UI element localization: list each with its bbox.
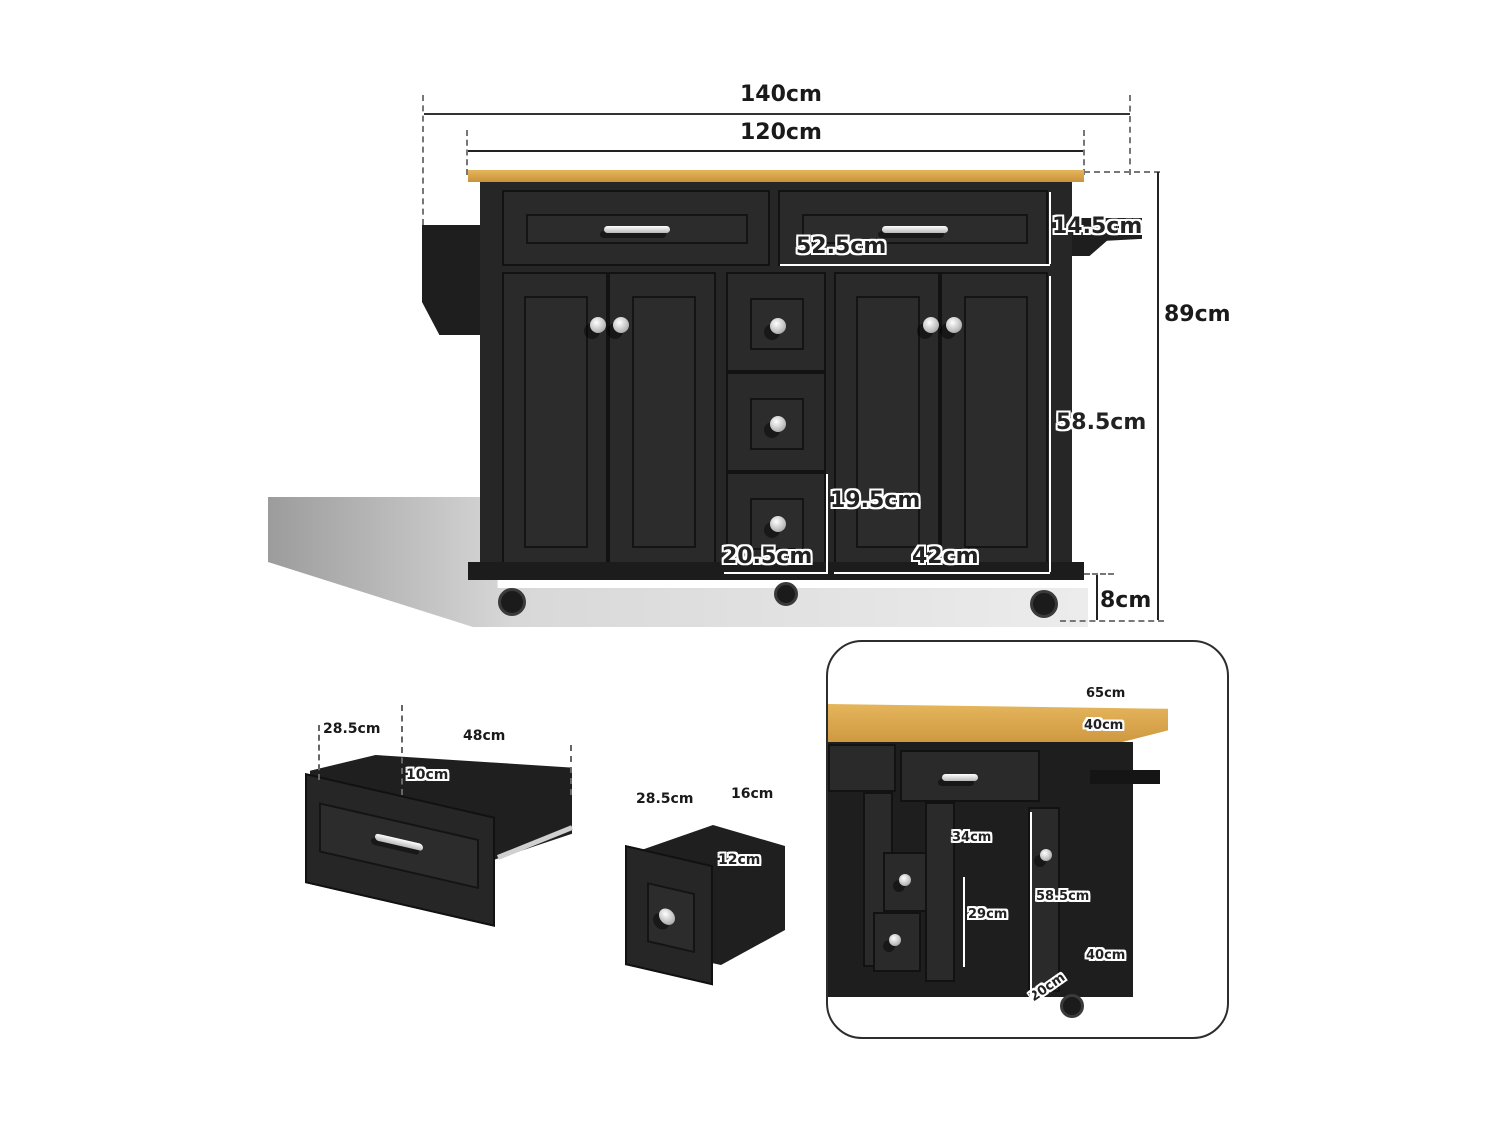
label-small-drawer-height: 19.5cm	[830, 488, 921, 513]
dim-extension-right-120	[1083, 130, 1085, 175]
dim-extension-left-120	[466, 130, 468, 175]
door-panel	[964, 296, 1028, 548]
small-drawer-2[interactable]	[726, 372, 826, 472]
small-drawer-3[interactable]	[726, 472, 826, 574]
inset-towel-bar	[1090, 770, 1160, 784]
inset-door-knob[interactable]	[1040, 849, 1052, 861]
caster-right	[1030, 590, 1058, 618]
large-drawer-view: 28.5cm 48cm 10cm	[290, 700, 590, 927]
left-cabinet-door-1[interactable]	[502, 272, 608, 574]
small-drawer-front[interactable]	[625, 845, 713, 986]
dim-line-cabinet-width	[834, 572, 1050, 574]
dim-line-small-drawer-width	[724, 572, 826, 574]
inset-drawer-handle[interactable]	[942, 774, 978, 781]
inset-caster	[1060, 994, 1084, 1018]
inset-open-door-2[interactable]	[925, 802, 955, 982]
top-drawer-right[interactable]	[778, 190, 1048, 266]
dim-line-120	[468, 150, 1084, 152]
spice-rack	[422, 225, 480, 335]
dim-line-small-drawer-height	[826, 474, 828, 574]
label-large-drawer-width: 48cm	[463, 728, 506, 744]
door-panel	[632, 296, 696, 548]
dim-extension	[570, 745, 572, 795]
small-drawer-2-knob[interactable]	[770, 416, 786, 432]
dim-line-caster-height	[1096, 575, 1098, 620]
dim-extension-top-89	[1084, 171, 1160, 173]
dim-line-drawer-height	[1049, 192, 1051, 264]
dim-line-cabinet-height	[1049, 276, 1051, 572]
label-shelf-depth: 34cm	[952, 830, 992, 845]
label-small-drawer-width-detail: 16cm	[731, 786, 774, 802]
door-panel	[524, 296, 588, 548]
small-drawer-3-knob[interactable]	[770, 516, 786, 532]
small-drawer-view: 28.5cm 16cm 12cm	[610, 770, 810, 986]
top-drawer-right-panel	[802, 214, 1028, 244]
inset-small-drawer-1[interactable]	[883, 852, 928, 912]
caster-center	[774, 582, 798, 606]
inset-drawer-knob[interactable]	[899, 874, 911, 886]
dim-line-drawer-width	[780, 264, 1050, 266]
label-large-drawer-depth: 28.5cm	[323, 721, 381, 737]
dim-extension-caster-top	[1084, 573, 1114, 575]
dim-line-140	[424, 113, 1130, 115]
label-total-height: 89cm	[1164, 302, 1231, 327]
inset-right-door-open[interactable]	[1028, 807, 1060, 992]
top-drawer-left-handle[interactable]	[604, 226, 670, 233]
label-small-drawer-height-detail: 12cm	[718, 852, 761, 868]
inset-top-drawer-left[interactable]	[828, 744, 896, 792]
inset-small-drawer-2[interactable]	[873, 912, 921, 972]
dim-extension-floor	[1060, 620, 1164, 622]
label-caster-height: 8cm	[1100, 588, 1152, 613]
caster-left	[498, 588, 526, 616]
label-overall-width: 140cm	[740, 82, 822, 107]
dim-line-total-height	[1157, 172, 1159, 620]
label-top-drawer-width: 52.5cm	[796, 234, 887, 259]
left-cabinet-knob-2[interactable]	[613, 317, 629, 333]
inset-top-drawer-open[interactable]	[900, 750, 1040, 802]
front-view: 140cm 120cm	[268, 82, 1231, 627]
dim-extension-left-140	[422, 95, 424, 225]
label-cabinet-height: 58.5cm	[1056, 410, 1147, 435]
dim-line-inset-height	[1030, 812, 1032, 997]
label-small-drawer-width: 20.5cm	[722, 544, 813, 569]
label-inset-depth: 40cm	[1084, 718, 1124, 733]
top-drawer-left-panel	[526, 214, 748, 244]
small-drawer-1-knob[interactable]	[770, 318, 786, 334]
label-top-drawer-height: 14.5cm	[1052, 214, 1143, 239]
label-cabinet-width: 42cm	[912, 544, 979, 569]
small-drawer-1[interactable]	[726, 272, 826, 372]
left-cabinet-knob-1[interactable]	[590, 317, 606, 333]
top-drawer-left[interactable]	[502, 190, 770, 266]
top-drawer-right-handle[interactable]	[882, 226, 948, 233]
label-large-drawer-height: 10cm	[406, 767, 449, 783]
right-cabinet-door-2[interactable]	[940, 272, 1048, 574]
label-shelf-height: 29cm	[968, 907, 1008, 922]
label-bottom-depth: 40cm	[1086, 948, 1126, 963]
dim-extension	[318, 725, 320, 780]
label-top-width: 120cm	[740, 120, 822, 145]
countertop	[468, 170, 1084, 182]
dim-line-shelf-height	[963, 877, 965, 967]
right-cabinet-knob-2[interactable]	[946, 317, 962, 333]
side-view-inset: 65cm 40cm 34cm 29cm 58.5cm 40cm 20cm	[826, 640, 1229, 1039]
inset-drawer-knob[interactable]	[889, 934, 901, 946]
label-small-drawer-depth: 28.5cm	[636, 791, 694, 807]
dim-extension-right-140	[1129, 95, 1131, 175]
label-extended-depth: 65cm	[1086, 686, 1126, 701]
left-cabinet-door-2[interactable]	[608, 272, 716, 574]
label-inset-cabinet-height: 58.5cm	[1036, 889, 1090, 904]
door-panel	[856, 296, 920, 548]
right-cabinet-knob-1[interactable]	[923, 317, 939, 333]
right-cabinet-door-1[interactable]	[834, 272, 940, 574]
base-plinth	[468, 562, 1084, 580]
dim-extension	[401, 705, 403, 795]
